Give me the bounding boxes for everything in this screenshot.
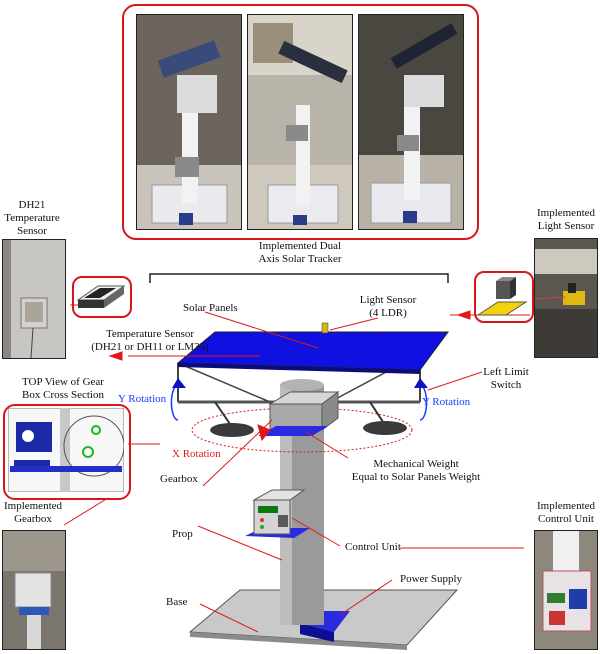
dh21-sensor-photo bbox=[2, 239, 66, 359]
light-impl-line2: Light Sensor bbox=[537, 220, 595, 232]
left-limit-line2: Switch bbox=[490, 379, 522, 391]
counterweight-right bbox=[363, 421, 407, 435]
gearbox-impl-caption: Implemented Gearbox bbox=[0, 500, 66, 526]
tracker-bracket bbox=[149, 273, 449, 283]
temp-sensor-label-line2: (DH21 or DH11 or LM35) bbox=[91, 341, 209, 353]
light-sensor-label-line1: Light Sensor bbox=[359, 294, 417, 306]
tracker-photo-middle bbox=[247, 14, 353, 230]
gear-cross-section-diagram bbox=[8, 408, 124, 492]
gearbox-plate bbox=[258, 426, 328, 436]
control-impl-line1: Implemented bbox=[536, 500, 596, 512]
dh21-module-frame bbox=[72, 276, 132, 318]
temp-sensor-label-line1: Temperature Sensor bbox=[105, 328, 195, 340]
control-unit-photo bbox=[534, 530, 598, 650]
tracker-title-line2: Axis Solar Tracker bbox=[258, 253, 342, 265]
light-sensor-photo bbox=[534, 238, 598, 358]
left-limit-line1: Left Limit bbox=[483, 366, 529, 378]
temp-sensor-label: Temperature Sensor (DH21 or DH11 or LM35… bbox=[80, 328, 220, 354]
dh21-caption-line1: DH21 bbox=[18, 199, 46, 211]
y-rotation-right-label: Y Rotation bbox=[422, 396, 471, 408]
tracker-title: Implemented Dual Axis Solar Tracker bbox=[230, 240, 370, 266]
control-unit-button-red bbox=[260, 518, 264, 522]
mech-weight-line2: Equal to Solar Panels Weight bbox=[351, 471, 481, 483]
ldr-sensor-mount bbox=[321, 322, 329, 334]
control-unit-display bbox=[258, 506, 278, 513]
control-unit-label: Control Unit bbox=[345, 541, 401, 553]
tracker-photo-left bbox=[136, 14, 242, 230]
solar-panel bbox=[176, 331, 449, 371]
power-supply-box-side bbox=[300, 623, 334, 642]
y-rotation-marker-left bbox=[172, 378, 186, 388]
base-plate-edge bbox=[190, 632, 407, 650]
light-sensor-label: Light Sensor (4 LDR) bbox=[348, 294, 428, 320]
prop-column-top bbox=[280, 379, 324, 391]
control-unit-button-green bbox=[260, 525, 264, 529]
light-sensor-impl-caption: Implemented Light Sensor bbox=[530, 207, 600, 233]
control-impl-line2: Control Unit bbox=[538, 513, 594, 525]
gear-cross-line2: Box Cross Section bbox=[22, 389, 104, 401]
gearbox-side bbox=[321, 391, 339, 431]
prop-label: Prop bbox=[172, 528, 193, 540]
tracker-photo-frame bbox=[122, 4, 479, 240]
mechanical-weight-label: Mechanical Weight Equal to Solar Panels … bbox=[336, 458, 496, 484]
gearbox-impl-line1: Implemented bbox=[3, 500, 63, 512]
gear-cross-frame bbox=[3, 404, 131, 500]
light-impl-line1: Implemented bbox=[536, 207, 596, 219]
y-rotation-left-label: Y Rotation bbox=[118, 393, 167, 405]
left-limit-switch-label: Left Limit Switch bbox=[476, 366, 536, 392]
gearbox-label: Gearbox bbox=[160, 473, 198, 485]
control-unit-keypad bbox=[278, 515, 288, 527]
y-rotation-marker-right bbox=[414, 378, 428, 388]
gear-cross-line1: TOP View of Gear bbox=[22, 376, 104, 388]
control-impl-caption: Implemented Control Unit bbox=[530, 500, 600, 526]
light-sensor-frame bbox=[474, 271, 534, 323]
light-sensor-label-line2: (4 LDR) bbox=[369, 307, 407, 319]
dh21-caption-line3: Sensor bbox=[17, 225, 47, 237]
dh21-caption-line2: Temperature bbox=[4, 212, 60, 224]
tracker-title-line1: Implemented Dual bbox=[258, 240, 342, 252]
tracker-photo-right bbox=[358, 14, 464, 230]
solar-panels-label: Solar Panels bbox=[183, 302, 238, 314]
gearbox-impl-line2: Gearbox bbox=[14, 513, 52, 525]
dh21-module bbox=[78, 300, 104, 308]
solar-panel-edge bbox=[178, 363, 420, 374]
mech-weight-line1: Mechanical Weight bbox=[373, 458, 459, 470]
dh21-caption: DH21 Temperature Sensor bbox=[0, 199, 64, 238]
x-rotation-label: X Rotation bbox=[172, 448, 221, 460]
base-label: Base bbox=[166, 596, 188, 608]
x-rotation-ellipse bbox=[191, 407, 413, 453]
counterweight-left bbox=[210, 423, 254, 437]
light-sensor-base bbox=[476, 301, 528, 316]
power-supply-label: Power Supply bbox=[400, 573, 463, 585]
gearbox-photo bbox=[2, 530, 66, 650]
gear-cross-caption: TOP View of Gear Box Cross Section bbox=[2, 376, 124, 402]
light-sensor-body bbox=[496, 281, 510, 299]
